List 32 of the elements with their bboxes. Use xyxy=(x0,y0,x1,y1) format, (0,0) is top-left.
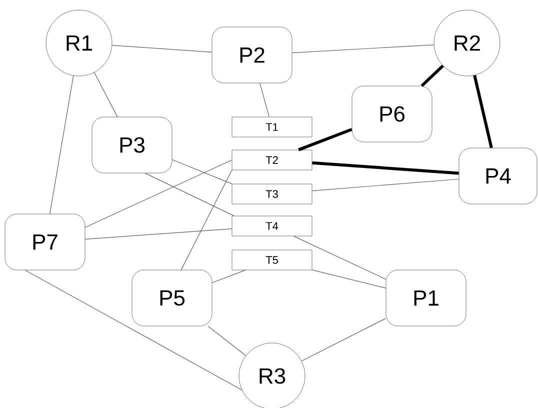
process-box: P3 xyxy=(92,116,172,174)
process-box: P6 xyxy=(352,86,432,142)
connector-line xyxy=(260,82,270,118)
transition-box: T2 xyxy=(232,150,312,170)
connector-line xyxy=(112,45,212,53)
connector-line xyxy=(212,270,246,284)
connector-line xyxy=(144,172,234,216)
connector-line xyxy=(180,170,232,270)
transition-box: T3 xyxy=(232,184,312,204)
connector-line xyxy=(24,270,242,390)
connector-line xyxy=(84,160,232,228)
connector-line xyxy=(312,178,460,192)
transition-box: T5 xyxy=(232,250,312,270)
transition-box: T4 xyxy=(232,216,312,236)
connector-line xyxy=(473,75,493,148)
process-box: P4 xyxy=(458,148,538,204)
process-box: P2 xyxy=(212,26,292,84)
connector-line xyxy=(301,318,386,362)
process-box: P5 xyxy=(132,270,212,326)
connector-line xyxy=(298,128,352,152)
process-box: P7 xyxy=(4,214,86,270)
connector-line xyxy=(292,44,434,54)
connector-line xyxy=(50,75,74,214)
connector-line xyxy=(312,270,386,288)
connector-line xyxy=(172,159,232,184)
connector-line xyxy=(208,326,246,356)
connector-line xyxy=(84,228,232,240)
connector-line xyxy=(94,72,118,118)
connector-line xyxy=(420,64,444,87)
process-box: P1 xyxy=(386,270,466,326)
connector-line xyxy=(312,161,459,175)
transition-box: T1 xyxy=(232,116,312,138)
